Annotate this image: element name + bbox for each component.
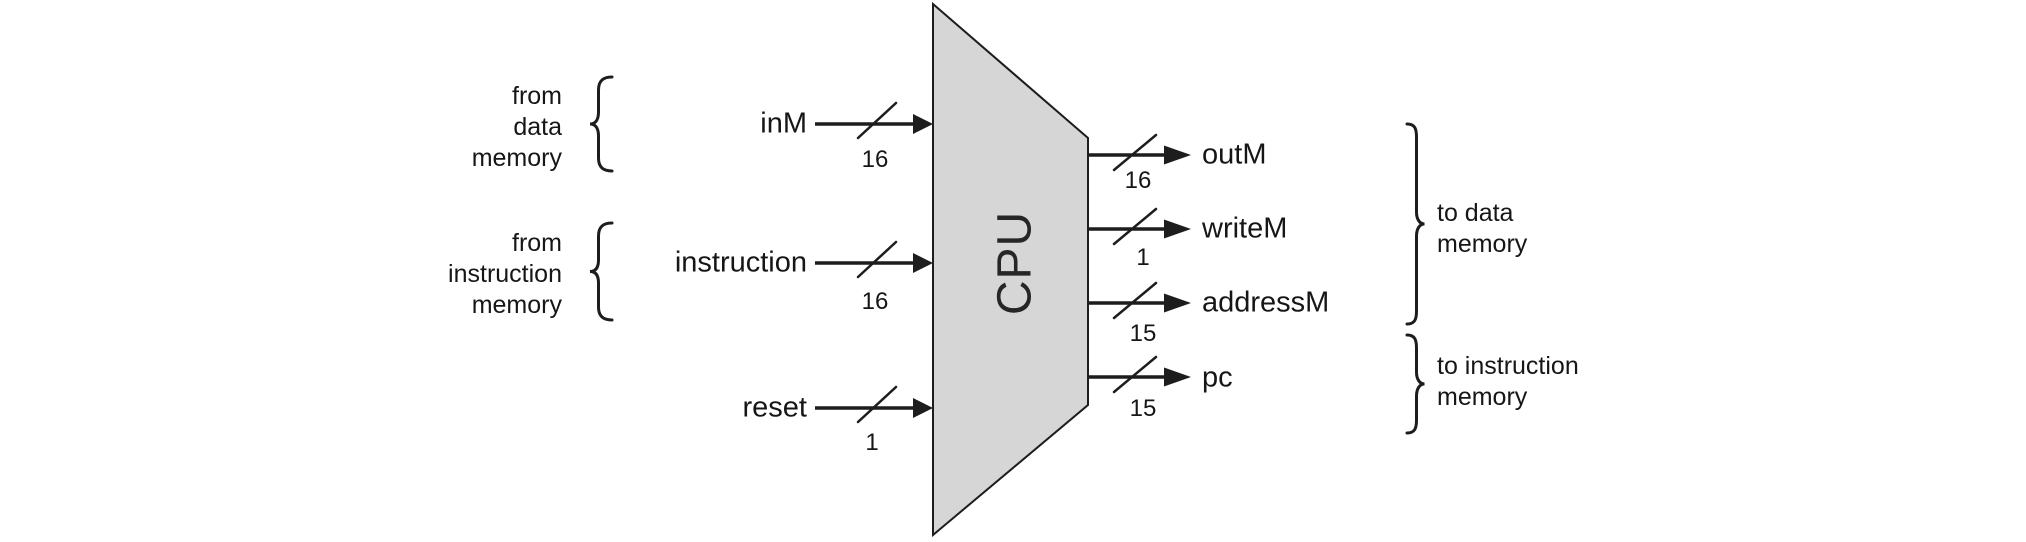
pc-buswidth-slash-icon: [1112, 355, 1158, 394]
inked-shapes: [589, 1, 1425, 538]
inM-buswidth-slash-icon: [856, 101, 898, 140]
writeM-buswidth-slash-icon: [1112, 207, 1158, 246]
input-label-instruction: instruction: [674, 246, 807, 279]
annotation-to-data-memory: to data memory: [1437, 199, 1528, 258]
reset-buswidth-slash-icon: [856, 385, 898, 424]
instruction-wire: [815, 240, 933, 279]
output-label-outM: outM: [1202, 138, 1267, 171]
buswidth-instruction: 16: [861, 288, 889, 315]
instruction-buswidth-slash-icon: [856, 240, 898, 279]
writeM-wire: [1089, 207, 1191, 246]
pc-arrowhead-icon: [1164, 367, 1191, 387]
buswidth-reset: 1: [865, 429, 879, 456]
instruction-arrowhead-icon: [913, 253, 933, 273]
reset-wire: [815, 385, 933, 424]
outM-wire: [1089, 133, 1191, 172]
output-label-writeM: writeM: [1202, 212, 1288, 245]
cpu-chip-body: [932, 1, 1089, 538]
from-data-memory-brace-icon: [589, 75, 614, 173]
from-instruction-memory-brace-icon: [589, 221, 614, 322]
annotation-from-instruction-memory: from instruction memory: [448, 229, 562, 319]
buswidth-writeM: 1: [1136, 244, 1150, 271]
cpu-chip-label: CPU: [988, 210, 1042, 316]
addressM-buswidth-slash-icon: [1112, 281, 1158, 320]
annotation-from-data-memory: from data memory: [471, 82, 562, 172]
inM-arrowhead-icon: [913, 114, 933, 134]
inM-wire: [815, 101, 933, 140]
pc-wire: [1089, 355, 1191, 394]
to-instruction-memory-brace-icon: [1405, 333, 1425, 435]
buswidth-inM: 16: [861, 146, 889, 173]
writeM-arrowhead-icon: [1164, 219, 1191, 239]
outM-arrowhead-icon: [1164, 145, 1191, 165]
buswidth-outM: 16: [1124, 167, 1152, 194]
buswidth-addressM: 15: [1129, 320, 1157, 347]
output-label-pc: pc: [1202, 361, 1233, 394]
input-label-inM: inM: [760, 107, 807, 140]
outM-buswidth-slash-icon: [1112, 133, 1158, 172]
addressM-wire: [1089, 281, 1191, 320]
reset-arrowhead-icon: [913, 398, 933, 418]
buswidth-pc: 15: [1129, 395, 1157, 422]
to-data-memory-brace-icon: [1405, 122, 1425, 326]
input-label-reset: reset: [742, 391, 807, 424]
addressM-arrowhead-icon: [1164, 293, 1191, 313]
output-label-addressM: addressM: [1202, 286, 1330, 319]
annotation-to-instruction-memory: to instruction memory: [1437, 352, 1579, 411]
